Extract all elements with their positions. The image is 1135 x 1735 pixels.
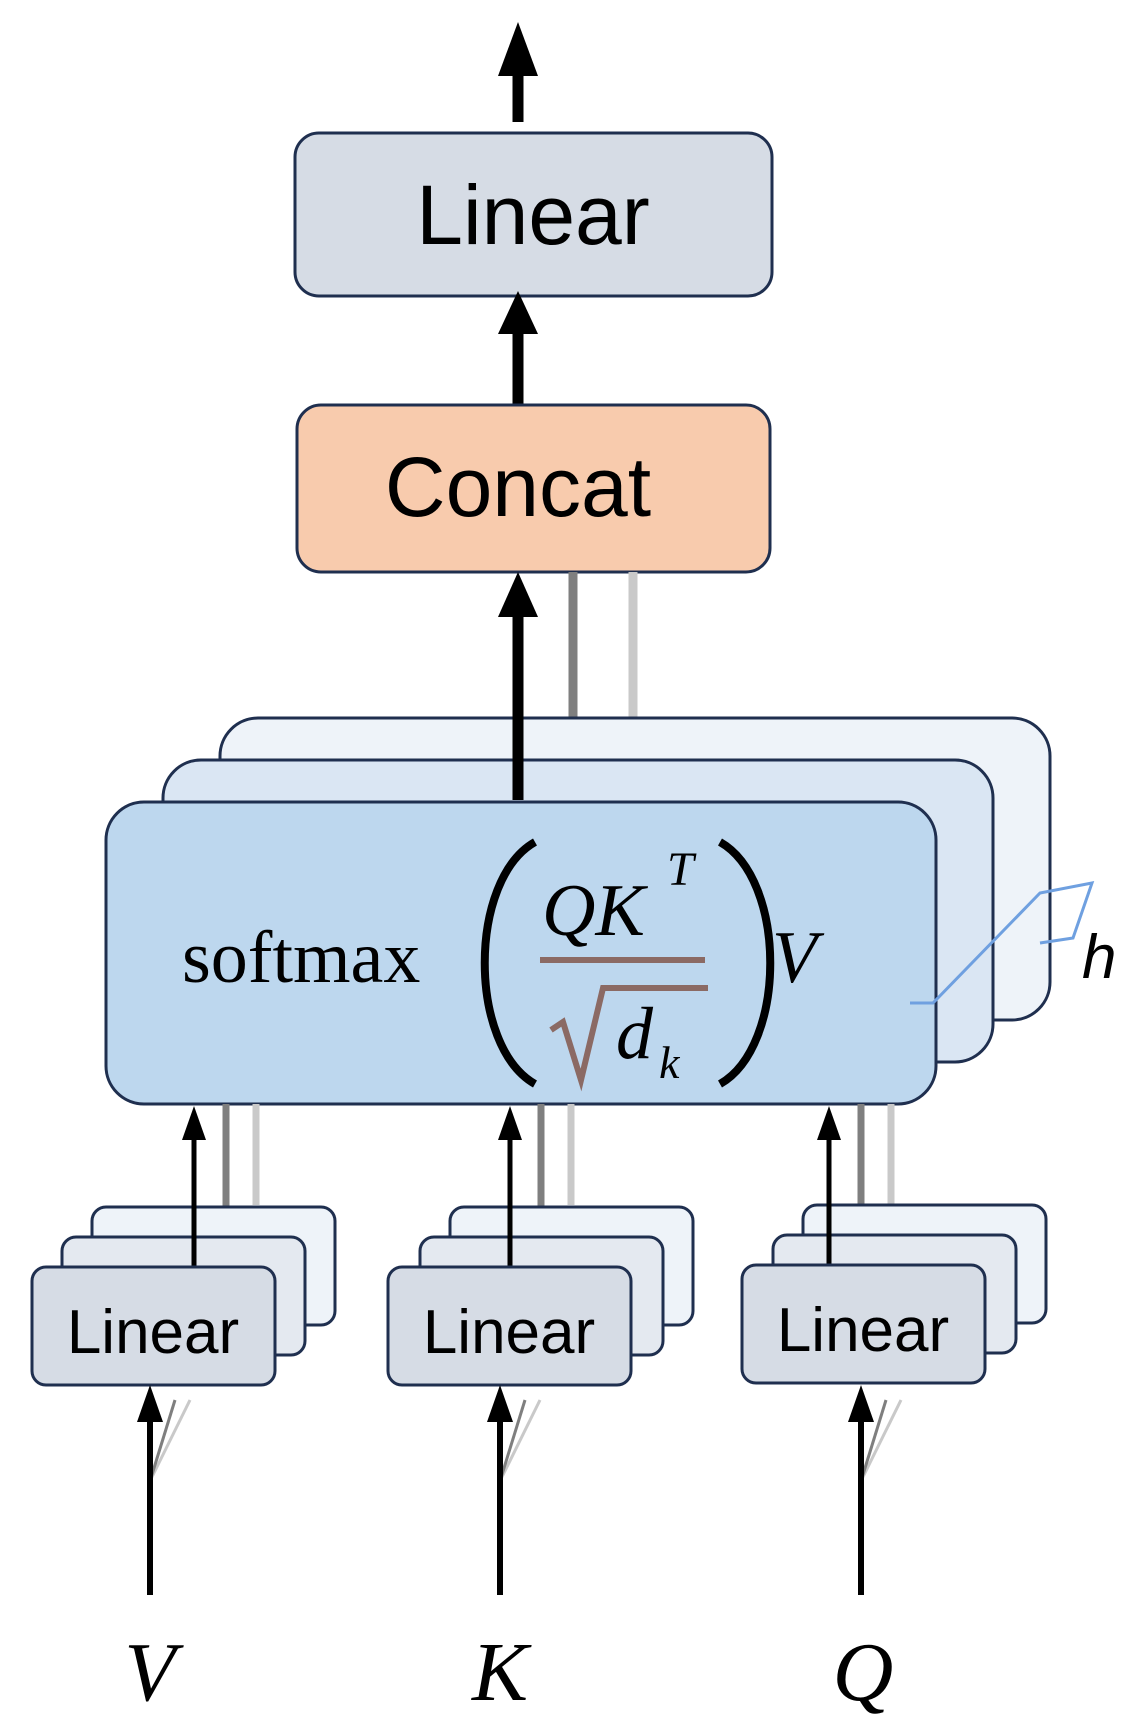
concat-to-linear-arrow: [498, 291, 538, 404]
input-arrow-k: [487, 1385, 542, 1595]
linear-label-q: Linear: [777, 1296, 949, 1365]
numerator-k: K: [594, 870, 648, 952]
concat-block: Concat: [295, 403, 772, 574]
input-label-q: Q: [833, 1626, 894, 1719]
heads-indicator: h: [910, 881, 1116, 1005]
numerator-sup-t: T: [667, 843, 697, 896]
input-label-k: K: [471, 1626, 532, 1719]
linear-label-v: Linear: [67, 1298, 239, 1367]
linear-stack-v: Linear: [30, 1106, 337, 1387]
attention-head-front: softmax QK T d k V: [104, 800, 938, 1106]
trailing-v: V: [772, 917, 825, 999]
softmax-label: softmax: [182, 917, 420, 999]
linear-stack-q: Linear: [740, 1106, 1048, 1385]
numerator-q: Q: [542, 870, 595, 952]
input-arrow-q: [848, 1385, 903, 1595]
right-paren: [717, 838, 775, 1088]
input-arrow-v: [137, 1385, 192, 1595]
input-label-v: V: [124, 1626, 184, 1719]
concat-label: Concat: [385, 440, 651, 534]
heads-label: h: [1082, 923, 1116, 992]
denominator-sub-k: k: [659, 1037, 681, 1088]
output-linear-block: Linear: [293, 131, 774, 298]
left-paren: [480, 838, 538, 1088]
output-linear-label: Linear: [416, 168, 650, 262]
sqrt-symbol: [549, 985, 708, 1092]
linear-stack-k: Linear: [386, 1106, 695, 1387]
output-arrow: [498, 22, 538, 122]
attention-to-concat-arrow: [498, 572, 538, 800]
linear-label-k: Linear: [423, 1298, 595, 1367]
svg-text:QK: QK: [542, 870, 648, 952]
denominator-d: d: [616, 993, 654, 1075]
